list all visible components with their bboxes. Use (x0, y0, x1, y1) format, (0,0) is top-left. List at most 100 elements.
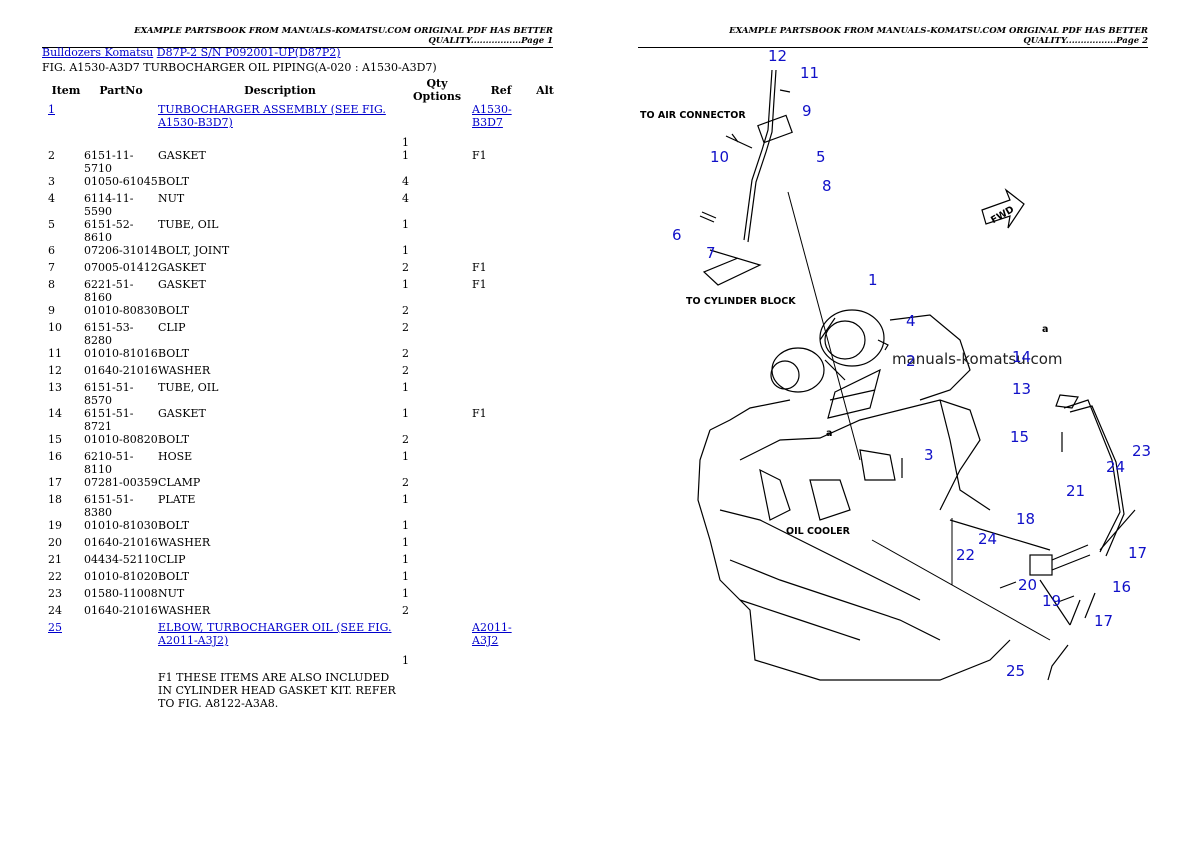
cell-ref (472, 364, 530, 381)
cell-item: 8 (48, 278, 55, 291)
cell-ref (472, 553, 530, 570)
cell-qty: 1 (402, 587, 409, 600)
cell-ref (472, 192, 530, 218)
cell-desc: TUBE, OIL (158, 218, 219, 231)
assembly-1-description-link[interactable]: TURBOCHARGER ASSEMBLY (SEE FIG. A1530-B3… (158, 103, 386, 129)
item-link-1[interactable]: 1 (48, 103, 55, 116)
cell-desc: WASHER (158, 536, 211, 549)
assembly-1-ref-link[interactable]: A1530-B3D7 (472, 103, 512, 129)
cell-partno: 07281-00359 (84, 476, 158, 489)
page-header-right: EXAMPLE PARTSBOOK FROM MANUALS-KOMATSU.C… (638, 26, 1148, 48)
cell-partno: 01010-81016 (84, 347, 158, 360)
assembly-25-ref-link[interactable]: A2011-A3J2 (472, 621, 512, 647)
label-to-air-connector: TO AIR CONNECTOR (640, 110, 746, 121)
cell-item: 12 (48, 364, 62, 377)
cell-item: 9 (48, 304, 55, 317)
cell-alt (530, 381, 560, 407)
callout-14: 14 (1012, 348, 1031, 366)
cell-item: 2 (48, 149, 55, 162)
cell-ref (472, 476, 530, 493)
callout-13: 13 (1012, 380, 1031, 398)
cell-item: 20 (48, 536, 62, 549)
breadcrumb-category-link[interactable]: Bulldozers Komatsu (42, 46, 154, 59)
cell-item: 14 (48, 407, 62, 420)
cell-ref (472, 304, 530, 321)
cell-alt (530, 175, 560, 192)
table-row: 20 01640-21016 WASHER 1 (42, 536, 560, 553)
table-header-row: Item PartNo Description Qty Options Ref … (42, 77, 560, 103)
label-to-cylinder-block: TO CYLINDER BLOCK (686, 296, 796, 307)
cell-desc: GASKET (158, 407, 206, 420)
cell-alt (530, 347, 560, 364)
col-alt: Alt (536, 83, 554, 97)
cell-qty: 2 (402, 476, 409, 489)
table-row: 6 07206-31014 BOLT, JOINT 1 (42, 244, 560, 261)
callout-24-lower: 24 (978, 530, 997, 548)
cell-alt (530, 476, 560, 493)
cell-qty: 1 (402, 278, 409, 291)
cell-item: 21 (48, 553, 62, 566)
cell-item: 22 (48, 570, 62, 583)
cell-ref (472, 536, 530, 553)
cell-qty: 1 (402, 450, 409, 463)
cell-qty: 1 (402, 381, 409, 394)
cell-desc: BOLT, JOINT (158, 244, 230, 257)
col-item: Item (51, 83, 81, 97)
table-row: 19 01010-81030 BOLT 1 (42, 519, 560, 536)
table-row-assembly-1-qty: 1 (42, 129, 560, 149)
col-ref: Ref (490, 83, 512, 97)
callout-16: 16 (1112, 578, 1131, 596)
callout-6: 6 (672, 226, 682, 244)
breadcrumb: Bulldozers Komatsu D87P-2 S/N P092001-UP… (42, 46, 341, 59)
cell-item: 4 (48, 192, 55, 205)
cell-partno: 01640-21016 (84, 604, 158, 617)
breadcrumb-model-link[interactable]: D87P-2 S/N P092001-UP(D87P2) (156, 46, 341, 59)
cell-ref (472, 175, 530, 192)
cell-ref: F1 (472, 278, 487, 291)
table-row-note: F1 THESE ITEMS ARE ALSO INCLUDED IN CYLI… (42, 667, 560, 710)
table-row: 5 6151-52-8610 TUBE, OIL 1 (42, 218, 560, 244)
callout-3: 3 (924, 446, 934, 464)
cell-qty: 1 (402, 536, 409, 549)
cell-item: 24 (48, 604, 62, 617)
cell-item: 10 (48, 321, 62, 334)
table-row: 2 6151-11-5710 GASKET 1 F1 (42, 149, 560, 175)
cell-partno: 6151-52-8610 (84, 218, 134, 244)
cell-alt (530, 278, 560, 304)
assembly-25-description-link[interactable]: ELBOW, TURBOCHARGER OIL (SEE FIG. A2011-… (158, 621, 392, 647)
table-row: 18 6151-51-8380 PLATE 1 (42, 493, 560, 519)
cell-qty: 4 (402, 175, 409, 188)
cell-item: 3 (48, 175, 55, 188)
table-row: 23 01580-11008 NUT 1 (42, 587, 560, 604)
cell-alt (530, 261, 560, 278)
cell-item: 19 (48, 519, 62, 532)
cell-ref: F1 (472, 149, 487, 162)
cell-item: 7 (48, 261, 55, 274)
table-row: 11 01010-81016 BOLT 2 (42, 347, 560, 364)
cell-qty: 2 (402, 321, 409, 334)
cell-desc: BOLT (158, 433, 190, 446)
table-row-assembly-25: 25 ELBOW, TURBOCHARGER OIL (SEE FIG. A20… (42, 621, 560, 647)
cell-partno: 01010-81020 (84, 570, 158, 583)
cell-qty: 1 (402, 493, 409, 506)
cell-item: 11 (48, 347, 62, 360)
item-link-25[interactable]: 25 (48, 621, 62, 634)
cell-item: 6 (48, 244, 55, 257)
watermark: manuals-komatsu.com (892, 350, 1063, 368)
cell-qty: 2 (402, 347, 409, 360)
cell-alt (530, 244, 560, 261)
table-row: 10 6151-53-8280 CLIP 2 (42, 321, 560, 347)
cell-alt (530, 493, 560, 519)
cell-desc: CLIP (158, 553, 186, 566)
callout-numbers: 1 2 3 4 5 6 7 8 9 10 11 12 13 14 15 16 1… (672, 47, 1150, 680)
cell-alt (530, 450, 560, 476)
cell-ref (472, 587, 530, 604)
table-row: 21 04434-52110 CLIP 1 (42, 553, 560, 570)
cell-partno: 01640-21016 (84, 536, 158, 549)
cell-partno: 6151-51-8380 (84, 493, 134, 519)
cell-partno: 01050-61045 (84, 175, 158, 188)
cell-partno: 04434-52110 (84, 553, 158, 566)
cell-desc: GASKET (158, 278, 206, 291)
assembly-25-qty: 1 (402, 654, 409, 667)
callout-2: 2 (906, 352, 916, 370)
